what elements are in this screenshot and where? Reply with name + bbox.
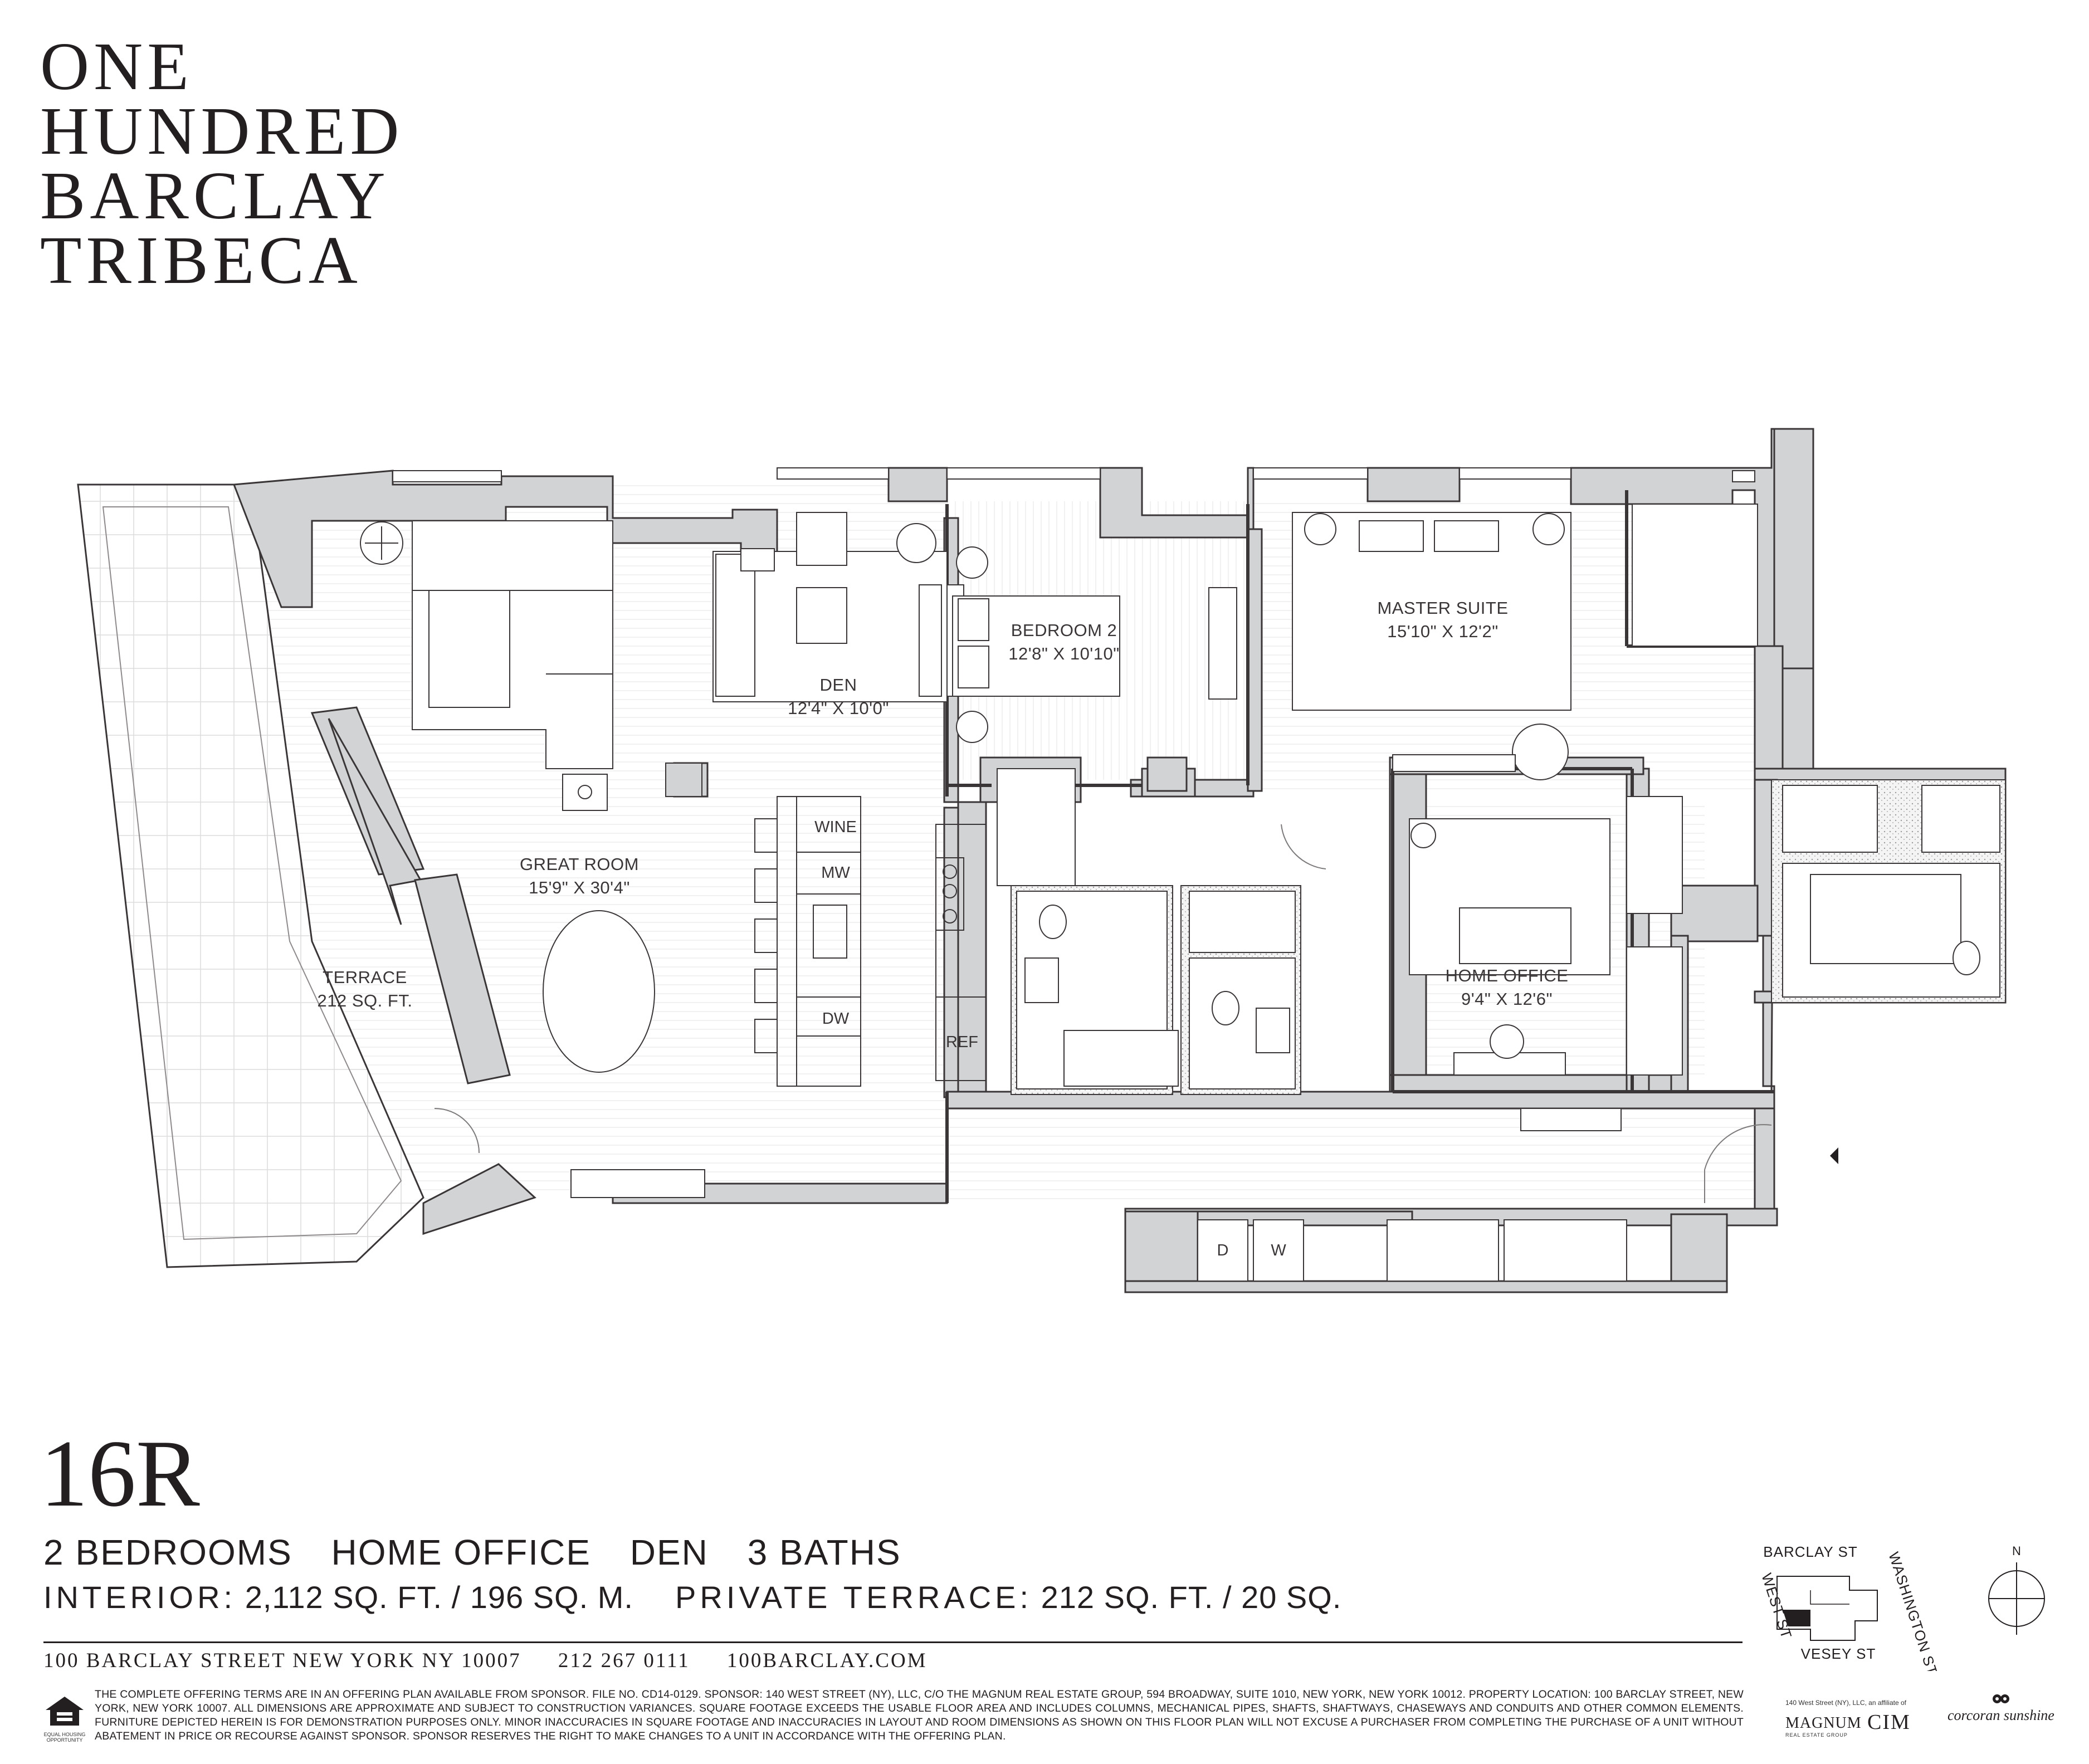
summary-den: DEN [629,1532,709,1572]
bathrooms [1011,779,2006,1095]
unit-number: 16R [40,1421,200,1527]
home-office-furniture [1409,818,1622,1131]
den-label: DEN [820,675,857,695]
equal-housing-icon [46,1697,84,1726]
affiliate-text: 140 West Street (NY), LLC, an affiliate … [1785,1699,1906,1707]
dryer-label: D [1217,1242,1229,1259]
address: 100 BARCLAY STREET NEW YORK NY 10007 [43,1649,521,1672]
terrace-area-value: 212 SQ. FT. / 20 SQ. [1041,1580,1342,1615]
coffee-table [428,590,510,708]
cim-logo: CIM [1867,1711,1911,1734]
dining-table [543,910,655,1073]
master-suite-dims: 15'10" X 12'2" [1387,622,1498,641]
street-barclay: BARCLAY ST [1763,1543,1857,1560]
mw-label: MW [821,864,850,882]
great-room-furniture [360,520,964,1198]
key-plan-building [1776,1576,1878,1641]
great-room-dims: 15'9" X 30'4" [529,878,630,897]
ref-label: REF [946,1033,978,1051]
refrigerator [935,996,987,1081]
north-label: N [2012,1544,2021,1558]
fixture-labels: WINE MW DW REF D W [814,818,1286,1259]
street-washington: WASHINGTON ST [1885,1550,1939,1671]
corcoran-icon [1992,1694,2009,1703]
phone: 212 267 0111 [558,1649,690,1672]
magnum-logo: 140 West Street (NY), LLC, an affiliate … [1785,1699,1906,1738]
laundry-and-entry-closets [1197,1219,1627,1282]
corcoran-logo: corcoran sunshine [1948,1693,2054,1724]
legal-disclaimer: THE COMPLETE OFFERING TERMS ARE IN AN OF… [95,1688,1744,1742]
title-line-1: ONE [40,29,193,104]
washer-label: W [1271,1242,1286,1259]
great-room-label: GREAT ROOM [520,854,639,874]
building-title: ONE HUNDRED BARCLAY TRIBECA [40,29,404,298]
equal-housing-logo: EQUAL HOUSING OPPORTUNITY [42,1694,87,1743]
room-labels: GREAT ROOM 15'9" X 30'4" DEN 12'4" X 10'… [318,598,1569,1010]
unit-summary: 2 BEDROOMS HOME OFFICE DEN 3 BATHS [43,1532,901,1573]
kitchen [754,796,987,1087]
magnum-subtitle: REAL ESTATE GROUP [1785,1732,1848,1738]
street-west: WEST ST [1758,1571,1795,1641]
wine-label: WINE [814,818,857,836]
equal-housing-text: EQUAL HOUSING OPPORTUNITY [43,1732,86,1743]
terrace-dims: 212 SQ. FT. [318,991,413,1010]
key-plan: BARCLAY ST WASHINGTON ST VESEY ST WEST S… [1758,1543,1939,1671]
home-office-dims: 9'4" X 12'6" [1461,989,1553,1009]
den-dims: 12'4" X 10'0" [788,698,889,718]
summary-baths: 3 BATHS [747,1532,901,1572]
key-plan-unit-marker [1783,1610,1810,1626]
bedroom2-furniture [952,546,1237,743]
dw-label: DW [822,1010,850,1028]
divider [43,1641,1743,1643]
kitchen-sink [813,905,847,959]
den-furniture [712,512,948,702]
closets [997,504,1758,1076]
master-suite-label: MASTER SUITE [1377,598,1508,618]
interior-area-value: 2,112 SQ. FT. / 196 SQ. M. [245,1580,633,1615]
interior-area-label: INTERIOR: [43,1580,237,1615]
doors [434,824,1772,1203]
master-suite-furniture [1292,512,1571,780]
entry-arrow-icon [1830,1147,1838,1164]
street-vesey: VESEY ST [1801,1645,1876,1662]
title-line-3: BARCLAY [40,158,390,233]
corcoran-name: corcoran sunshine [1948,1707,2054,1723]
home-office-label: HOME OFFICE [1446,966,1569,985]
north-compass: N [1988,1544,2045,1635]
summary-bedrooms: 2 BEDROOMS [43,1532,292,1572]
title-line-2: HUNDRED [40,94,404,169]
floor-plan: GREAT ROOM 15'9" X 30'4" DEN 12'4" X 10'… [77,428,2007,1293]
terrace-area-label: PRIVATE TERRACE: [675,1580,1033,1615]
windows [392,467,1755,482]
title-line-4: TRIBECA [40,223,362,298]
bedroom2-dims: 12'8" X 10'10" [1008,644,1119,663]
unit-areas: INTERIOR: 2,112 SQ. FT. / 196 SQ. M. PRI… [43,1579,1341,1615]
bedroom2-label: BEDROOM 2 [1011,620,1117,640]
magnum-name: MAGNUM [1785,1714,1862,1732]
summary-home-office: HOME OFFICE [331,1532,591,1572]
contact-line: 100 BARCLAY STREET NEW YORK NY 10007 212… [43,1649,928,1673]
website-link[interactable]: 100BARCLAY.COM [726,1649,928,1672]
terrace-label: TERRACE [323,967,407,987]
